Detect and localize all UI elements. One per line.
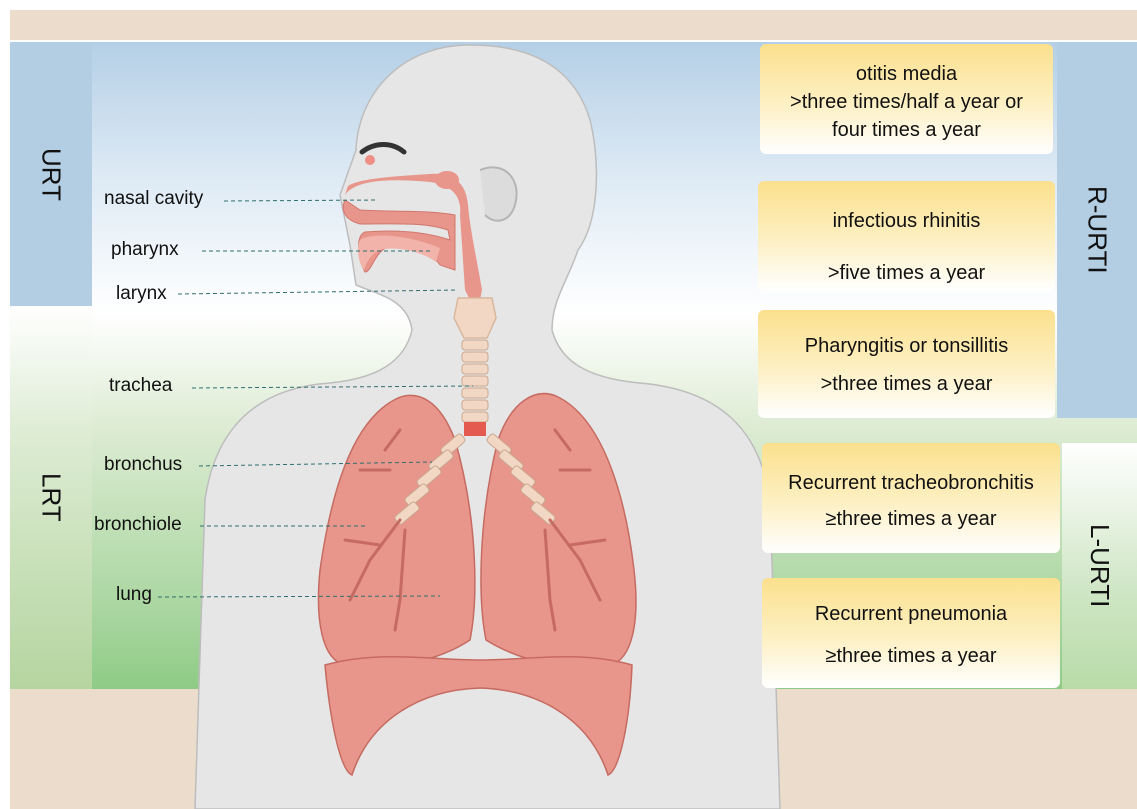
criteria-detail: >three times/half a year or four times a… <box>760 88 1053 144</box>
criteria-detail: >five times a year <box>758 259 1055 287</box>
eye-icon <box>365 155 375 165</box>
label-larynx: larynx <box>116 283 167 305</box>
label-bronchiole: bronchiole <box>94 514 182 536</box>
label-lung: lung <box>116 584 152 606</box>
label-nasal-cavity: nasal cavity <box>104 188 203 210</box>
criteria-title: infectious rhinitis <box>758 207 1055 235</box>
criteria-detail: ≥three times a year <box>762 642 1060 670</box>
criteria-detail: >three times a year <box>758 370 1055 398</box>
criteria-title: otitis media <box>760 60 1053 88</box>
criteria-box-infectious-rhinitis: infectious rhinitis >five times a year <box>758 181 1055 291</box>
criteria-title: Recurrent tracheobronchitis <box>762 469 1060 497</box>
label-bronchus: bronchus <box>104 454 182 476</box>
criteria-title: Pharyngitis or tonsillitis <box>758 332 1055 360</box>
sinus-shape <box>435 171 459 189</box>
criteria-box-tracheobronchitis: Recurrent tracheobronchitis ≥three times… <box>762 443 1060 553</box>
criteria-detail: ≥three times a year <box>762 505 1060 533</box>
label-trachea: trachea <box>109 375 172 397</box>
criteria-title: Recurrent pneumonia <box>762 600 1060 628</box>
body-silhouette <box>195 45 780 809</box>
criteria-box-pneumonia: Recurrent pneumonia ≥three times a year <box>762 578 1060 688</box>
trachea-rings <box>462 340 488 422</box>
larynx-shape <box>454 298 496 338</box>
criteria-box-pharyngitis: Pharyngitis or tonsillitis >three times … <box>758 310 1055 418</box>
carina-shape <box>464 422 486 436</box>
label-pharynx: pharynx <box>111 239 179 261</box>
criteria-box-otitis-media: otitis media >three times/half a year or… <box>760 44 1053 154</box>
ear-icon <box>480 167 517 220</box>
